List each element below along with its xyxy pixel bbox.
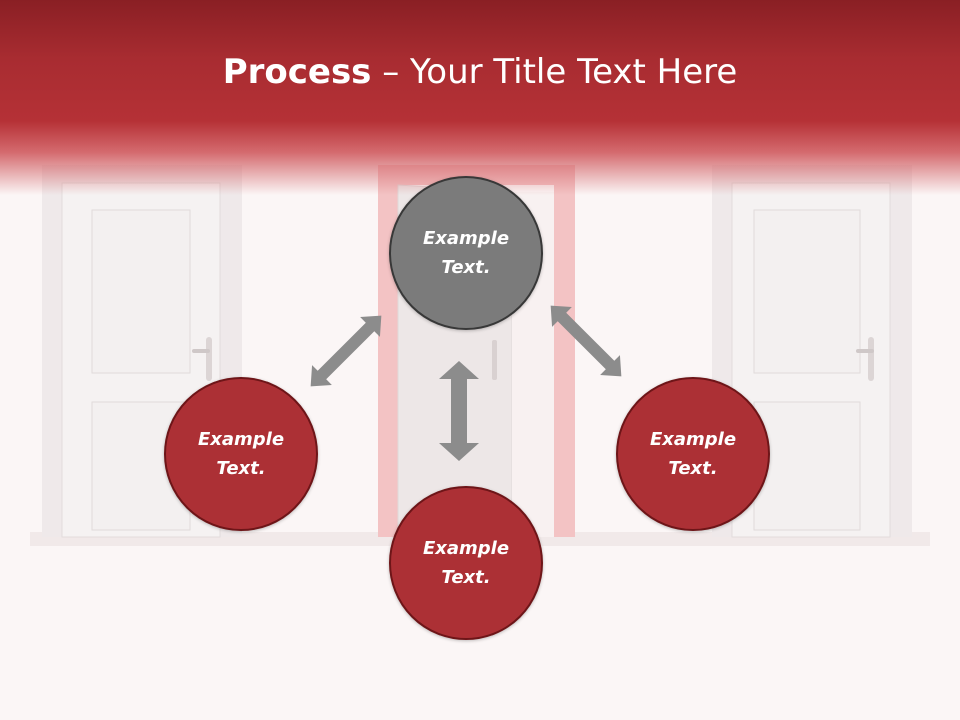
node-bottom-line2: Text.	[441, 567, 491, 588]
node-right-line1: Example	[649, 429, 737, 450]
connector-arrows	[310, 305, 622, 461]
node-left: Example Text.	[164, 377, 318, 531]
node-right: Example Text.	[616, 377, 770, 531]
node-top: Example Text.	[389, 176, 543, 330]
title-rest: – Your Title Text Here	[371, 52, 738, 92]
arrow-left-diagonal	[310, 315, 382, 387]
title-bold: Process	[222, 52, 372, 92]
node-top-line1: Example	[422, 228, 510, 249]
node-left-line2: Text.	[216, 458, 266, 479]
node-left-line1: Example	[197, 429, 285, 450]
node-bottom: Example Text.	[389, 486, 543, 640]
page-title: Process – Your Title Text Here	[0, 52, 960, 92]
header-band	[0, 0, 960, 195]
arrow-vertical	[439, 361, 479, 461]
node-right-line2: Text.	[668, 458, 718, 479]
node-top-line2: Text.	[441, 257, 491, 278]
node-bottom-line1: Example	[422, 538, 510, 559]
arrow-right-diagonal	[550, 305, 622, 377]
